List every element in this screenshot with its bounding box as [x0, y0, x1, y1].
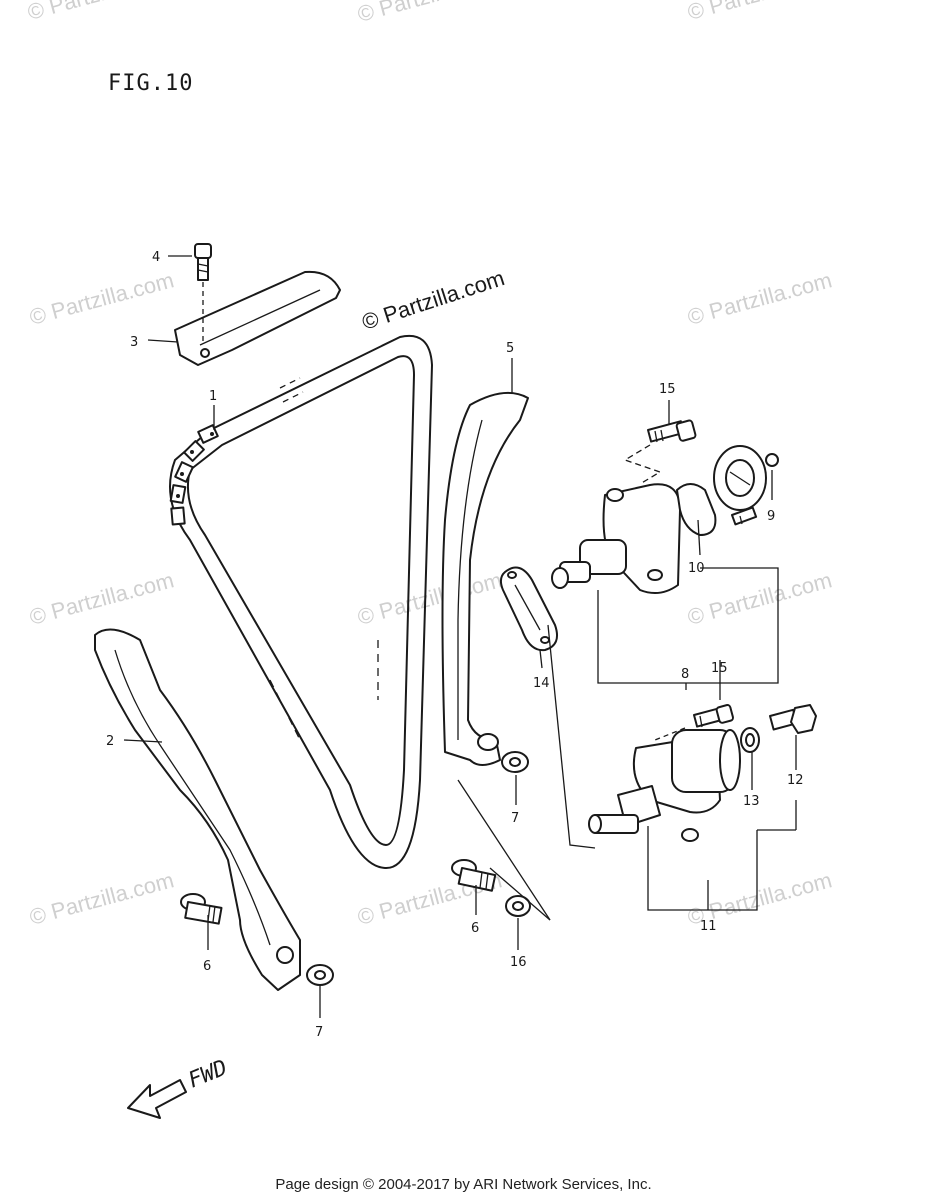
fwd-label: FWD — [185, 1055, 231, 1093]
watermark-main: © Partzilla.com — [359, 265, 508, 335]
gasket-10-icon — [676, 483, 717, 536]
bolt-15-upper-icon — [647, 419, 697, 443]
callout-8[interactable]: 8 — [681, 667, 689, 682]
washer-16-icon — [505, 895, 531, 917]
callout-13[interactable]: 13 — [743, 794, 760, 809]
bolt-6-center-icon — [451, 859, 497, 892]
cap-9-icon — [713, 445, 779, 511]
watermark-tile: © Partzilla.com — [685, 0, 835, 25]
bolt-4-icon — [194, 243, 212, 345]
bolt-12-icon — [769, 704, 817, 734]
callout-7a[interactable]: 7 — [511, 811, 519, 826]
callout-1[interactable]: 1 — [209, 389, 217, 404]
leader-lines — [123, 255, 797, 1018]
gasket-14-icon — [499, 566, 558, 652]
callout-14[interactable]: 14 — [533, 676, 550, 691]
callout-16[interactable]: 16 — [510, 955, 527, 970]
watermark-tile: © Partzilla.com — [27, 267, 177, 330]
tensioner-adjuster-lower — [588, 729, 741, 842]
watermark-tile: © Partzilla.com — [355, 567, 505, 630]
callouts: 1 2 3 4 5 6 6 7 7 8 9 10 11 12 13 14 15 … — [106, 250, 804, 1040]
watermark-tile: © Partzilla.com — [355, 0, 505, 27]
washer-13-icon — [740, 727, 760, 753]
chain-guide-front — [441, 391, 529, 766]
cam-chain — [169, 334, 433, 870]
callout-10[interactable]: 10 — [688, 561, 705, 576]
watermark-tile: © Partzilla.com — [685, 267, 835, 330]
bolt-15-lower-icon — [693, 704, 734, 728]
callout-15b[interactable]: 15 — [711, 661, 728, 676]
fwd-arrow-icon — [127, 1079, 187, 1119]
screw-icon — [730, 506, 758, 526]
callout-7b[interactable]: 7 — [315, 1025, 323, 1040]
bolt-6-lower-icon — [180, 893, 223, 925]
tensioner-arm — [94, 628, 301, 991]
callout-4[interactable]: 4 — [152, 250, 160, 265]
tensioner-adjuster-upper — [551, 483, 681, 595]
callout-2[interactable]: 2 — [106, 734, 114, 749]
callout-11[interactable]: 11 — [700, 919, 717, 934]
watermark-tile: © Partzilla.com — [27, 567, 177, 630]
chain-links — [169, 424, 219, 526]
callout-5[interactable]: 5 — [506, 341, 514, 356]
callout-9[interactable]: 9 — [767, 509, 775, 524]
callout-12[interactable]: 12 — [787, 773, 804, 788]
callout-3[interactable]: 3 — [130, 335, 138, 350]
callout-15a[interactable]: 15 — [659, 382, 676, 397]
watermark-tile: © Partzilla.com — [685, 567, 835, 630]
washer-7-upper-icon — [501, 751, 529, 773]
page-footer: Page design © 2004-2017 by ARI Network S… — [275, 1176, 652, 1193]
figure-title: FIG.10 — [108, 71, 193, 96]
chain-guide-top — [174, 270, 341, 366]
watermark-tile: © Partzilla.com — [25, 0, 175, 25]
callout-6b[interactable]: 6 — [471, 921, 479, 936]
washer-7-lower-icon — [306, 964, 334, 986]
callout-6a[interactable]: 6 — [203, 959, 211, 974]
watermark-tile: © Partzilla.com — [27, 867, 177, 930]
